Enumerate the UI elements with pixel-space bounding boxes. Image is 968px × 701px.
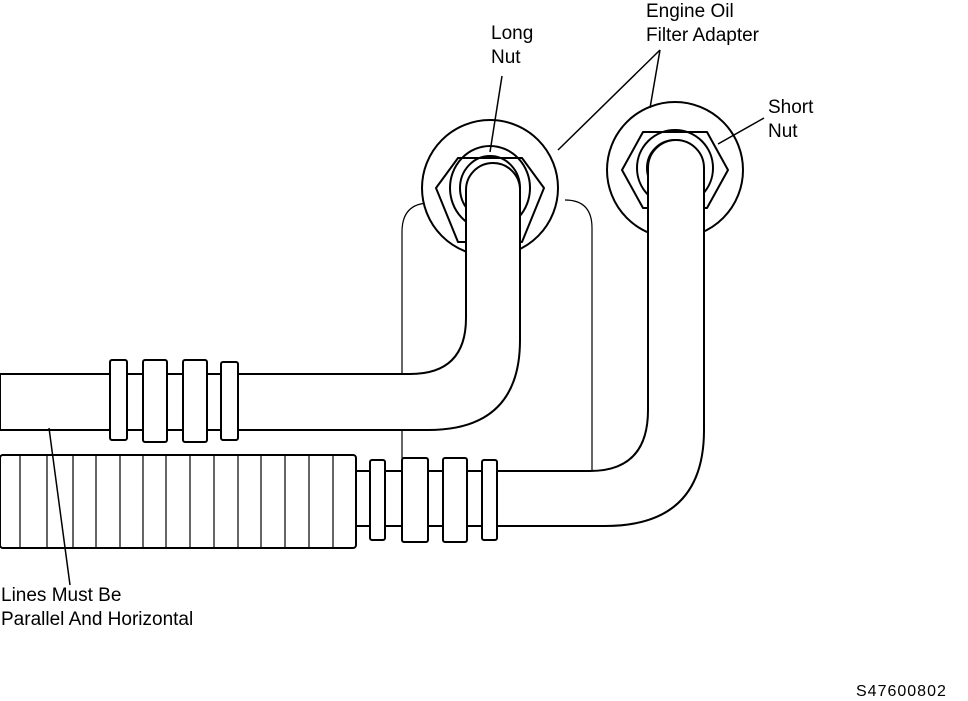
figure-id: S47600802 (856, 683, 947, 700)
corrugated-hose (0, 454, 357, 549)
engine-oil-filter-adapter-label: Engine Oil Filter Adapter (646, 1, 759, 46)
lines-parallel-label: Lines Must Be Parallel And Horizontal (1, 585, 194, 630)
short-nut-label: Short Nut (768, 97, 814, 142)
leader-long-nut (489, 75, 503, 153)
leader-short-nut (717, 117, 765, 145)
lower-cooler-line (349, 139, 705, 543)
leader-lines (48, 49, 765, 586)
upper-cooler-line (0, 162, 521, 443)
long-nut-label: Long Nut (491, 23, 534, 68)
leader-lines-parallel (48, 427, 71, 586)
leader-adapter-right (649, 49, 661, 109)
leader-adapter-left (557, 49, 661, 151)
